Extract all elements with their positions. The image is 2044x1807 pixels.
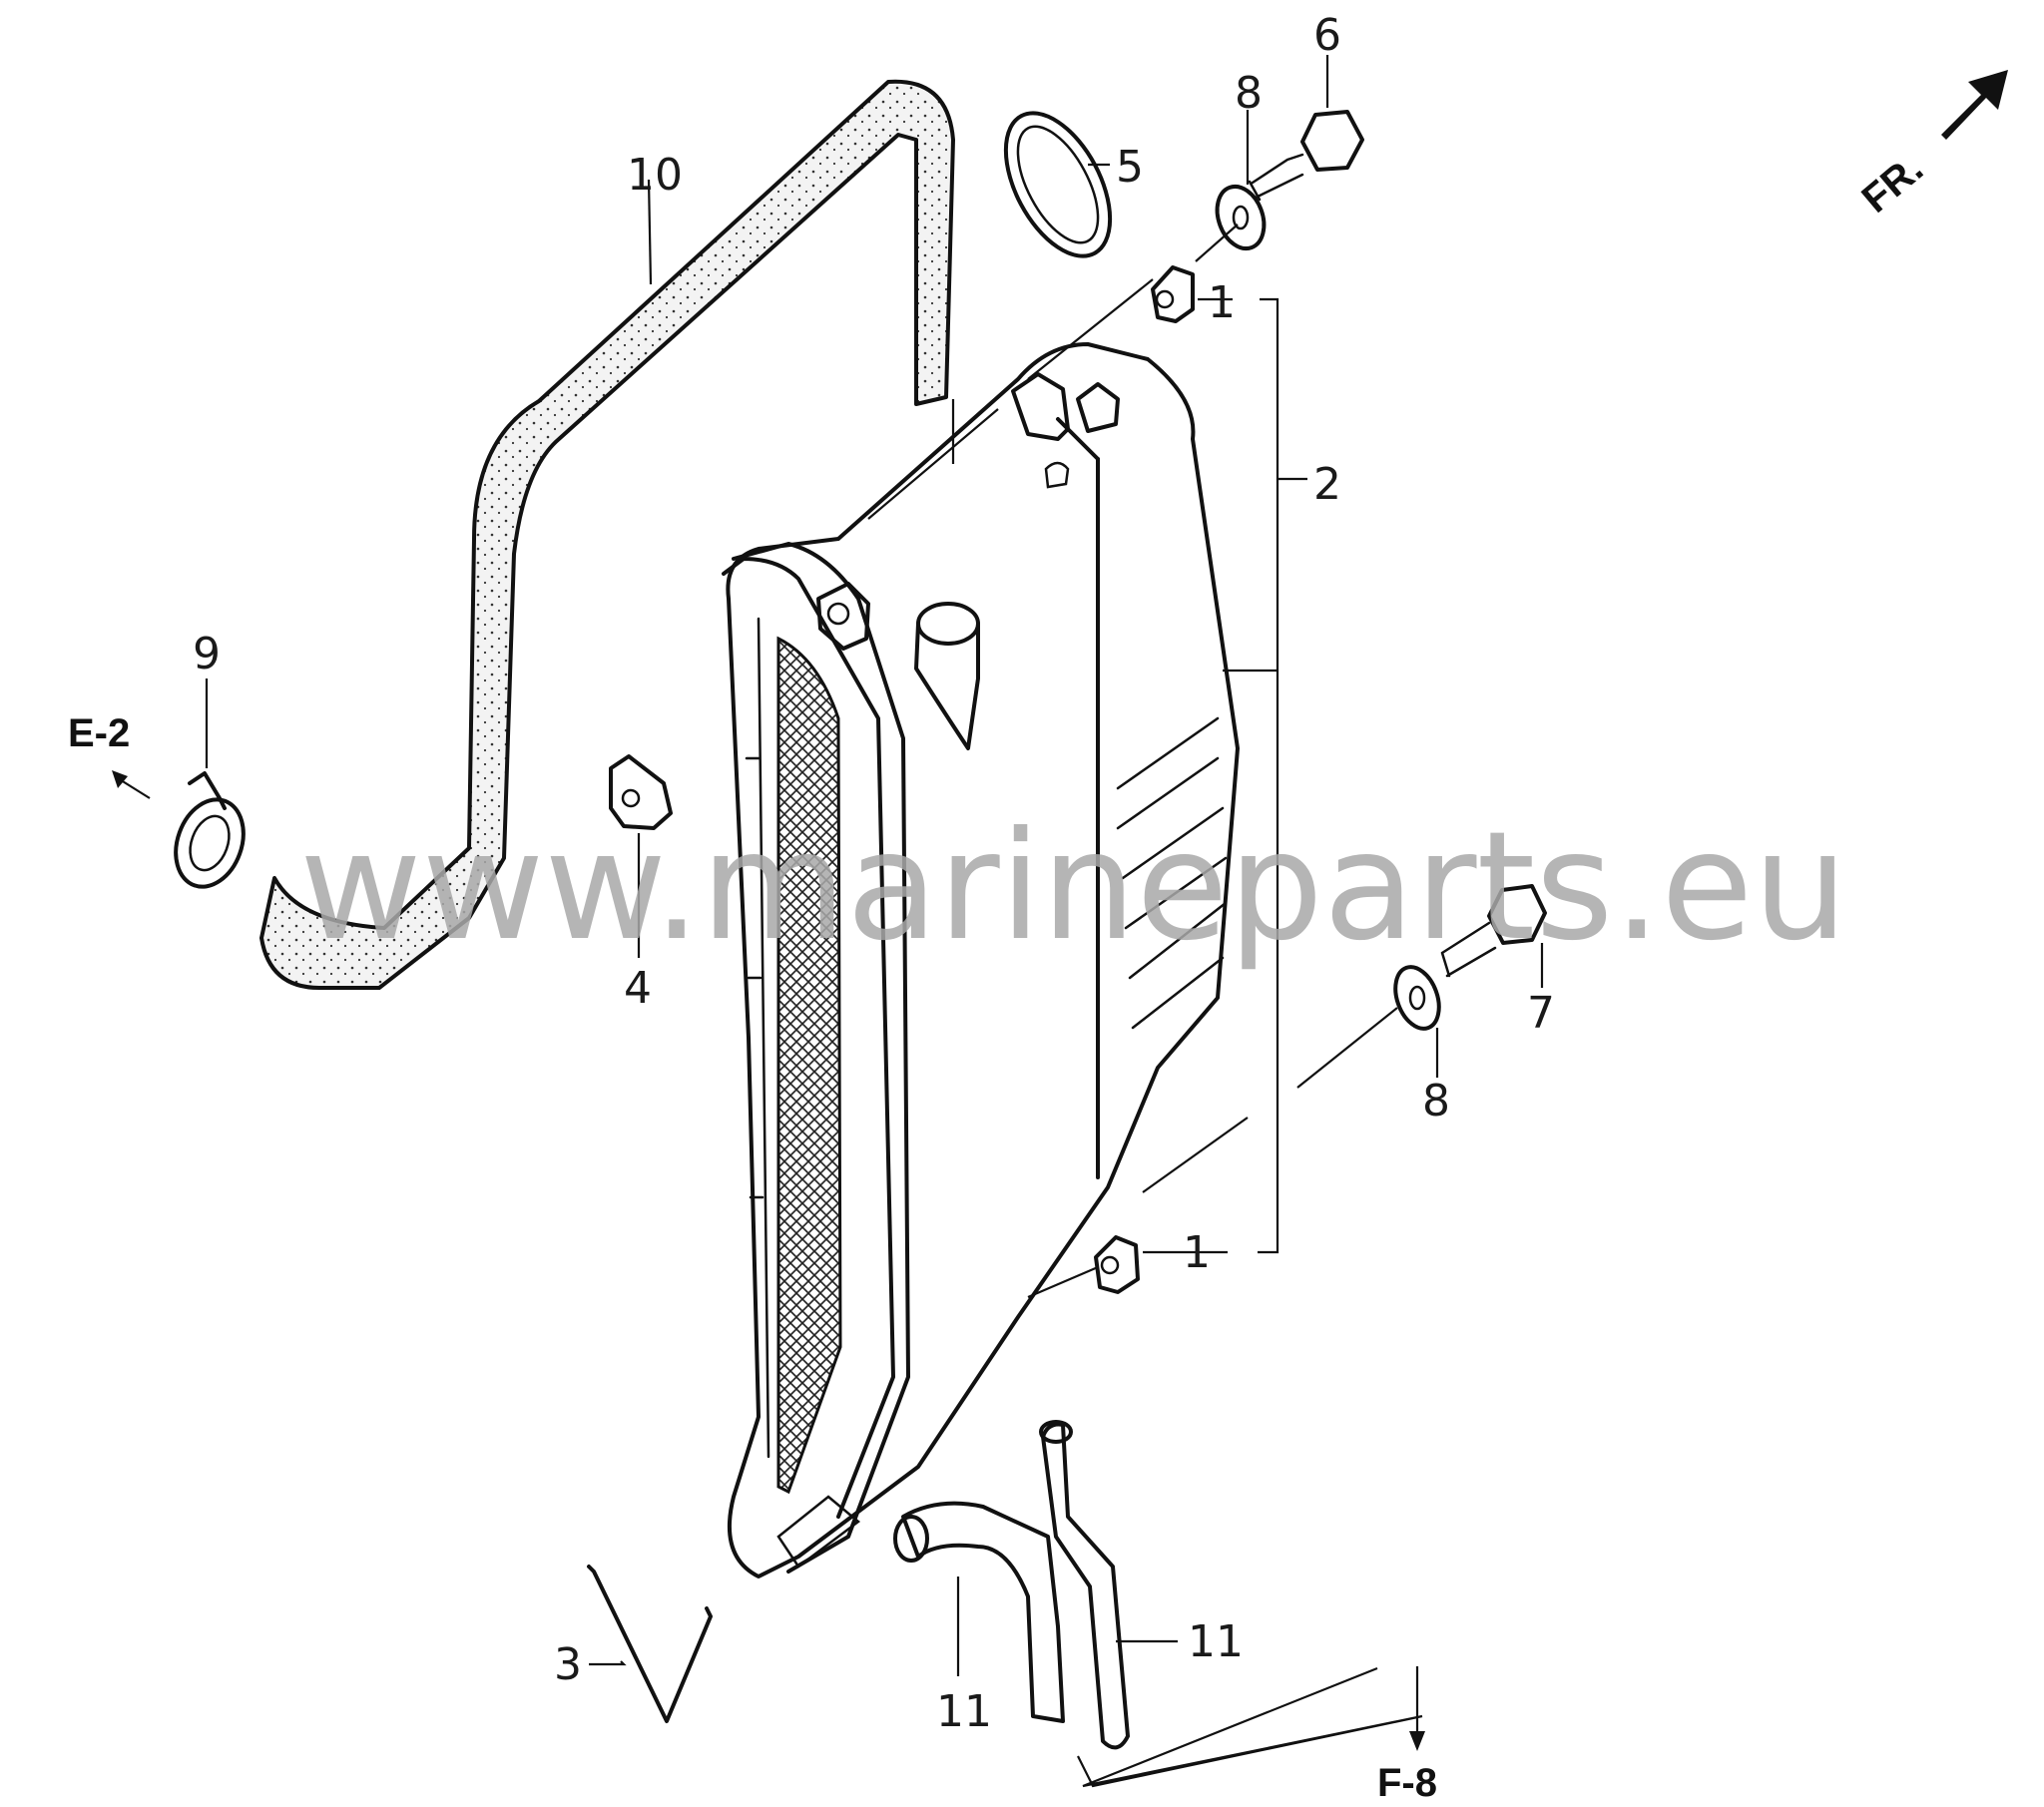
callout-11-right: 11	[1188, 1616, 1244, 1667]
callout-9: 9	[193, 629, 221, 679]
front-direction-indicator: FR.	[1854, 70, 2008, 222]
callout-4: 4	[624, 963, 652, 1014]
callout-8-lower: 8	[1422, 1076, 1450, 1127]
hose-upper	[259, 79, 955, 990]
front-arrow-icon	[1941, 70, 2008, 140]
front-label: FR.	[1854, 147, 1932, 222]
hose-lower-2	[1039, 1420, 1130, 1750]
e2-arrow-icon	[112, 770, 128, 788]
bolt-lower	[1440, 884, 1547, 978]
callout-7: 7	[1527, 988, 1555, 1039]
callout-1-lower: 1	[1183, 1227, 1211, 1278]
bracket	[609, 754, 673, 830]
callout-8-upper: 8	[1235, 68, 1263, 119]
callout-1-upper: 1	[1208, 277, 1236, 328]
bolt-upper	[1248, 110, 1364, 202]
grommet-lower	[1094, 1235, 1140, 1294]
leader-lines	[112, 55, 1544, 1788]
hose-clamp	[174, 771, 246, 889]
washer-upper	[1215, 185, 1267, 250]
callout-6: 6	[1313, 10, 1341, 61]
grommet-upper	[1151, 265, 1195, 323]
wire-clip	[587, 1565, 713, 1723]
f8-arrow-icon	[1409, 1731, 1425, 1751]
callout-labels: 10 5 6 8 1 2 9 4 7 8 1 3 11 11	[193, 10, 1555, 1737]
callout-5: 5	[1116, 142, 1144, 193]
air-cleaner-housing	[722, 342, 1240, 1579]
callout-10: 10	[627, 150, 683, 201]
callout-11-left: 11	[936, 1686, 992, 1737]
section-references: E-2 F-8	[68, 711, 1437, 1805]
callout-3: 3	[554, 1639, 582, 1690]
callout-2: 2	[1313, 459, 1341, 510]
ref-f8: F-8	[1377, 1761, 1437, 1805]
ref-e2: E-2	[68, 711, 130, 755]
circlip	[1003, 111, 1113, 258]
washer-lower	[1393, 965, 1441, 1031]
hose-lower-1	[893, 1501, 1065, 1723]
watermark: www.marineparts.eu	[299, 800, 1848, 974]
